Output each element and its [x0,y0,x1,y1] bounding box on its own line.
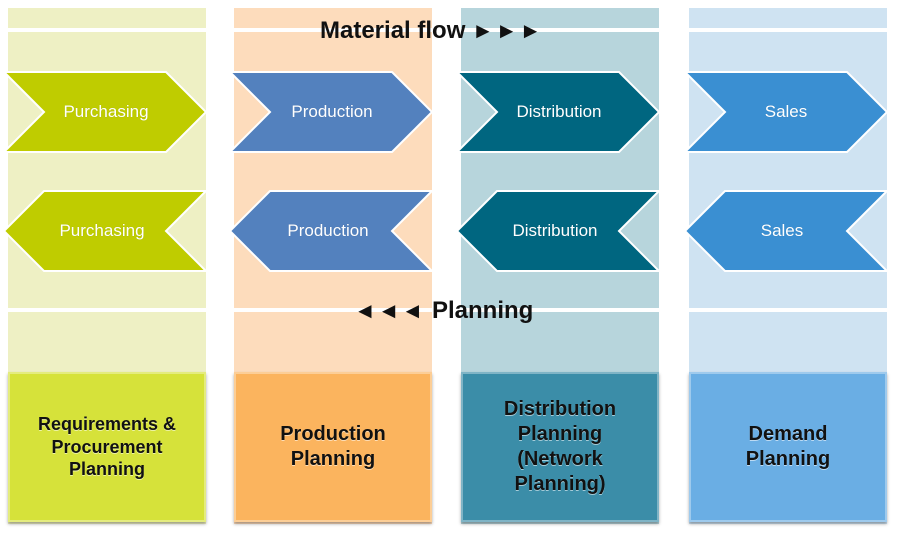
planning-arrows-icon: ◄◄◄ [354,298,426,323]
chevron-left-purchasing [2,190,209,272]
planning-box-requirements-procurement: Requirements & Procurement Planning [8,372,206,522]
planning-box-demand: Demand Planning [689,372,887,522]
chevron-left-distribution [455,190,662,272]
bottom-separator-line [0,308,897,312]
chevron-right-purchasing [1,71,208,153]
chevron-right-distribution [454,71,661,153]
chevron-left-sales [683,190,890,272]
material-flow-arrows-icon: ►►► [472,18,544,43]
material-flow-heading: Material flow ►►► [320,17,543,45]
planning-heading: ◄◄◄ Planning [354,297,533,325]
chevron-right-sales [682,71,889,153]
planning-box-distribution: Distribution Planning (Network Planning) [461,372,659,522]
planning-text: Planning [432,297,534,324]
material-flow-text: Material flow [320,17,466,44]
chevron-right-production [227,71,434,153]
top-separator-line [0,28,897,32]
planning-box-production: Production Planning [234,372,432,522]
chevron-left-production [228,190,435,272]
